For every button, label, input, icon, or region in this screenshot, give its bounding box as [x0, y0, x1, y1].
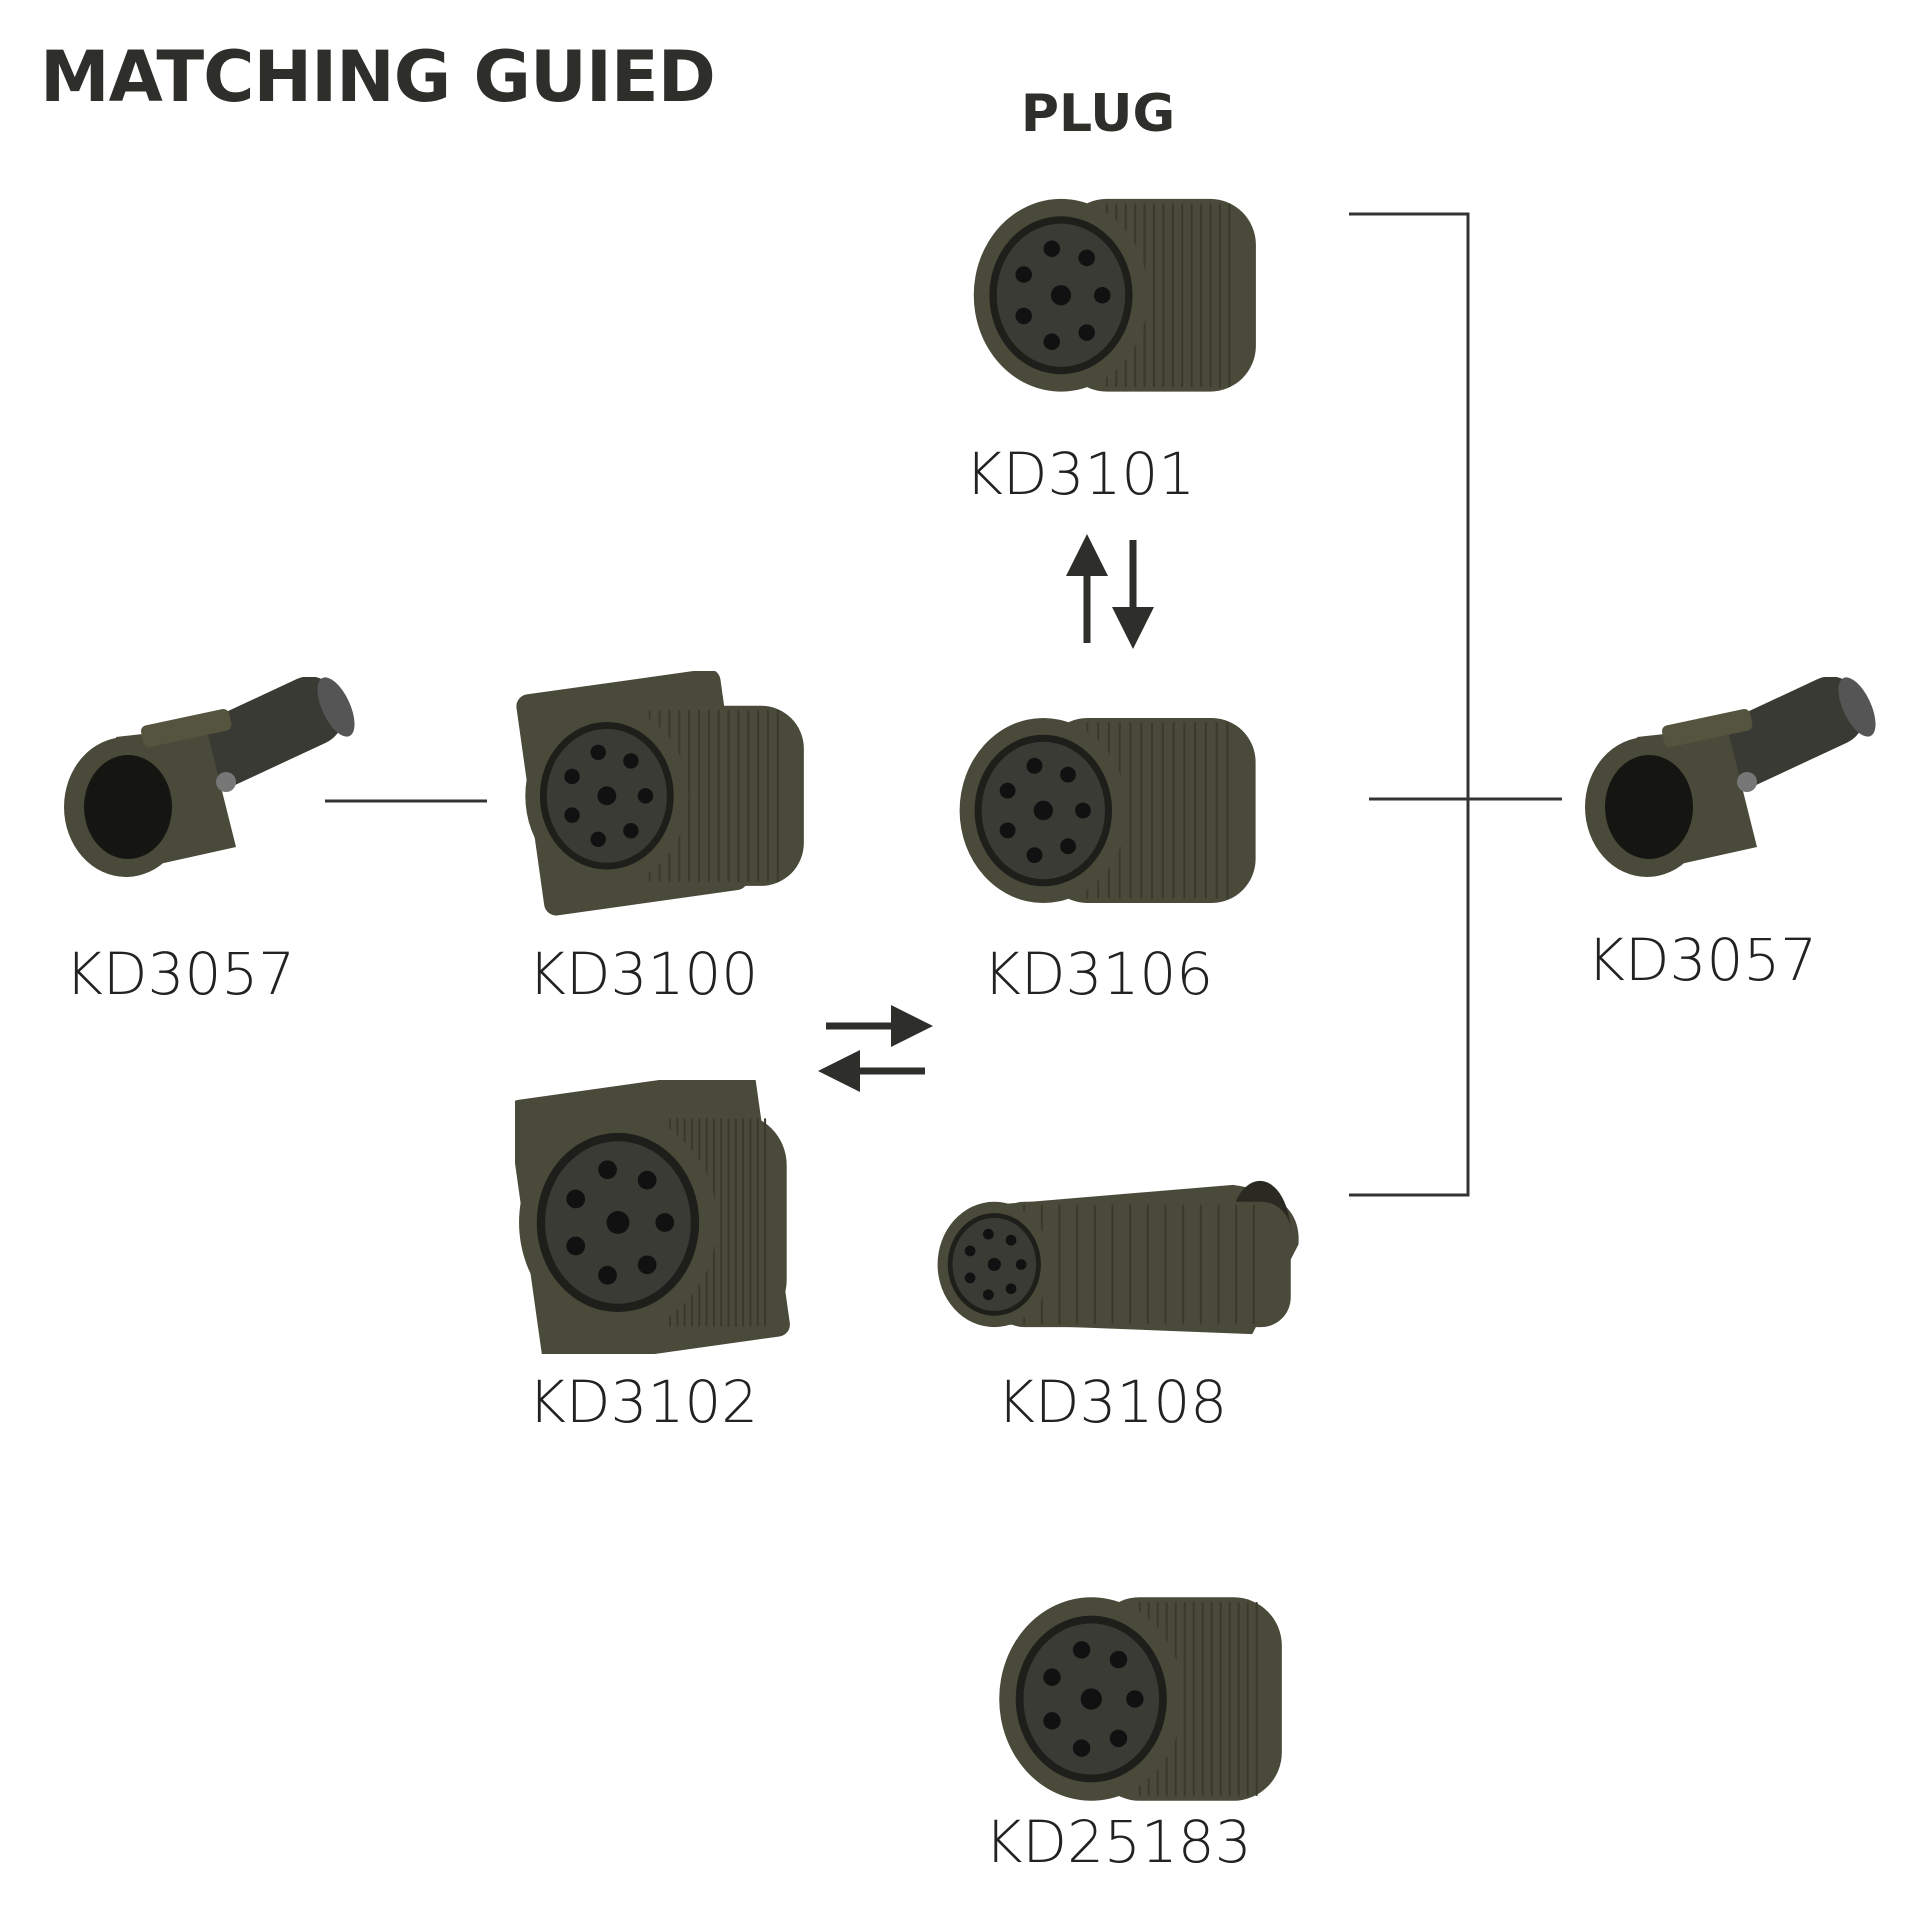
kd3102-label: KD3102: [527, 1368, 759, 1436]
kd3101-connector-image: [973, 198, 1256, 392]
kd3057-left-clamp-image: [64, 677, 355, 877]
plug-heading: PLUG: [1020, 84, 1176, 144]
kd3057-left-label: KD3057: [64, 940, 296, 1008]
kd3100-connector-image: [516, 671, 804, 916]
kd3106-label: KD3106: [982, 940, 1214, 1008]
kd3108-label: KD3108: [996, 1368, 1228, 1436]
bracket-right: [1349, 212, 1470, 1197]
kd3101-label: KD3101: [964, 440, 1196, 508]
kd3100-label: KD3100: [527, 940, 759, 1008]
kd25183-connector-image: [999, 1597, 1282, 1801]
kd3057-right-clamp-image: [1585, 677, 1876, 877]
page-title: MATCHING GUIED: [40, 36, 716, 118]
kd3102-connector-image: [515, 1080, 790, 1354]
kd25183-label: KD25183: [984, 1808, 1252, 1876]
kd3057-right-label: KD3057: [1586, 926, 1818, 994]
kd3106-connector-image: [959, 717, 1256, 904]
kd3108-connector-image: [937, 1180, 1299, 1335]
